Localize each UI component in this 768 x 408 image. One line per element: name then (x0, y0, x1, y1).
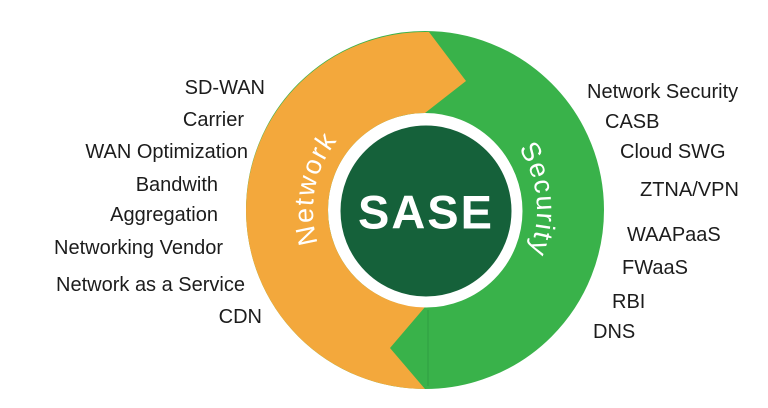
label-ztna-vpn: ZTNA/VPN (640, 179, 739, 201)
label-dns: DNS (593, 321, 636, 343)
sase-center-label: SASE (358, 186, 494, 239)
label-carrier: Carrier (182, 109, 244, 131)
label-networking-vendor: Networking Vendor (54, 237, 223, 259)
label-rbi: RBI (612, 291, 646, 313)
label-waapaas: WAAPaaS (627, 224, 721, 246)
label-bandwith-aggregation: Bandwith Aggregation (110, 174, 218, 226)
network-ring-segment (246, 31, 466, 390)
label-wan-optimization: WAN Optimization (85, 141, 248, 163)
label-network-as-a-service: Network as a Service (56, 274, 245, 296)
label-cdn: CDN (218, 306, 262, 328)
sase-center-circle (329, 114, 523, 308)
label-fwaas: FWaaS (622, 257, 688, 279)
label-network-security: Network Security (587, 81, 739, 103)
label-sd-wan: SD-WAN (184, 77, 265, 99)
label-cloud-swg: Cloud SWG (620, 141, 726, 163)
label-casb: CASB (605, 111, 660, 133)
